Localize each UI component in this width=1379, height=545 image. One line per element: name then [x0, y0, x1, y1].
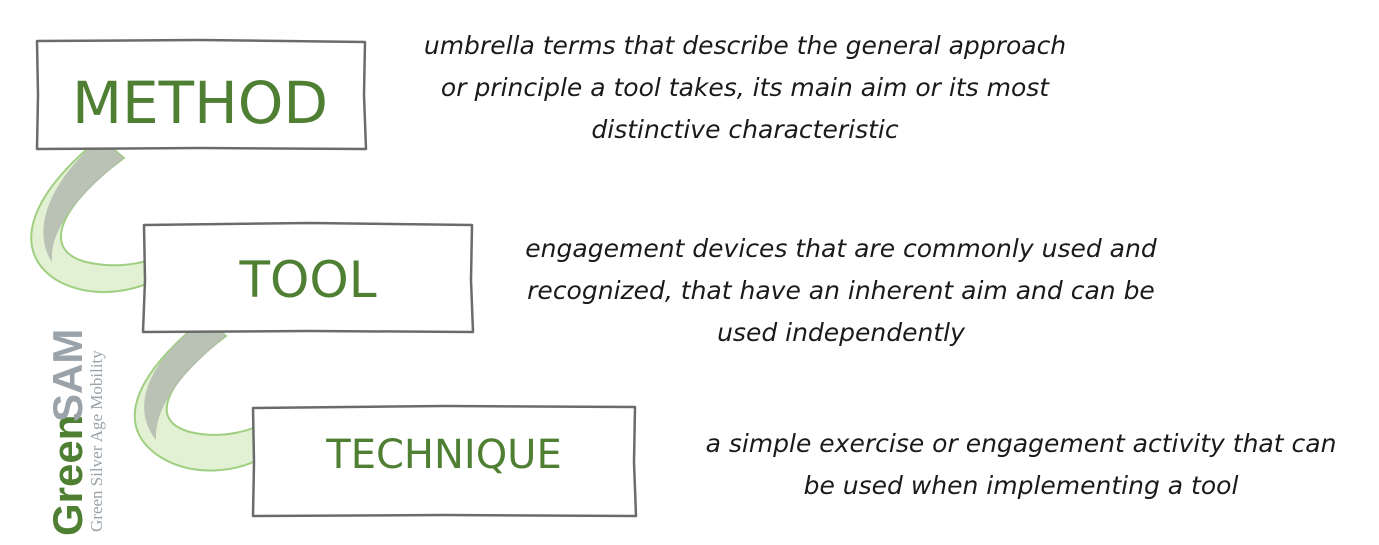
- technique-description: a simple exercise or engagement activity…: [676, 423, 1366, 507]
- term-technique: TECHNIQUE: [325, 432, 561, 478]
- technique-box: TECHNIQUE: [251, 404, 638, 518]
- method-description-line: distinctive characteristic: [591, 115, 899, 144]
- method-description: umbrella terms that describe the general…: [400, 25, 1090, 151]
- logo-tagline: Green Silver Age Mobility: [87, 350, 106, 532]
- tool-description-line: recognized, that have an inherent aim an…: [527, 276, 1155, 305]
- technique-description-line: a simple exercise or engagement activity…: [705, 429, 1337, 458]
- tool-box: TOOL: [141, 221, 475, 334]
- term-tool: TOOL: [238, 251, 376, 309]
- tool-description-line: engagement devices that are commonly use…: [525, 234, 1157, 263]
- method-box: METHOD: [35, 38, 368, 151]
- logo-green-text: Green: [44, 415, 91, 536]
- technique-description-line: be used when implementing a tool: [803, 471, 1239, 500]
- method-description-line: or principle a tool takes, its main aim …: [440, 73, 1050, 102]
- term-method: METHOD: [72, 69, 328, 137]
- method-description-line: umbrella terms that describe the general…: [423, 31, 1067, 60]
- greensam-logo: Green SAM Green Silver Age Mobility: [44, 329, 106, 536]
- tool-description-line: used independently: [717, 318, 965, 347]
- tool-description: engagement devices that are commonly use…: [496, 228, 1186, 354]
- logo-sam-text: SAM: [44, 329, 91, 422]
